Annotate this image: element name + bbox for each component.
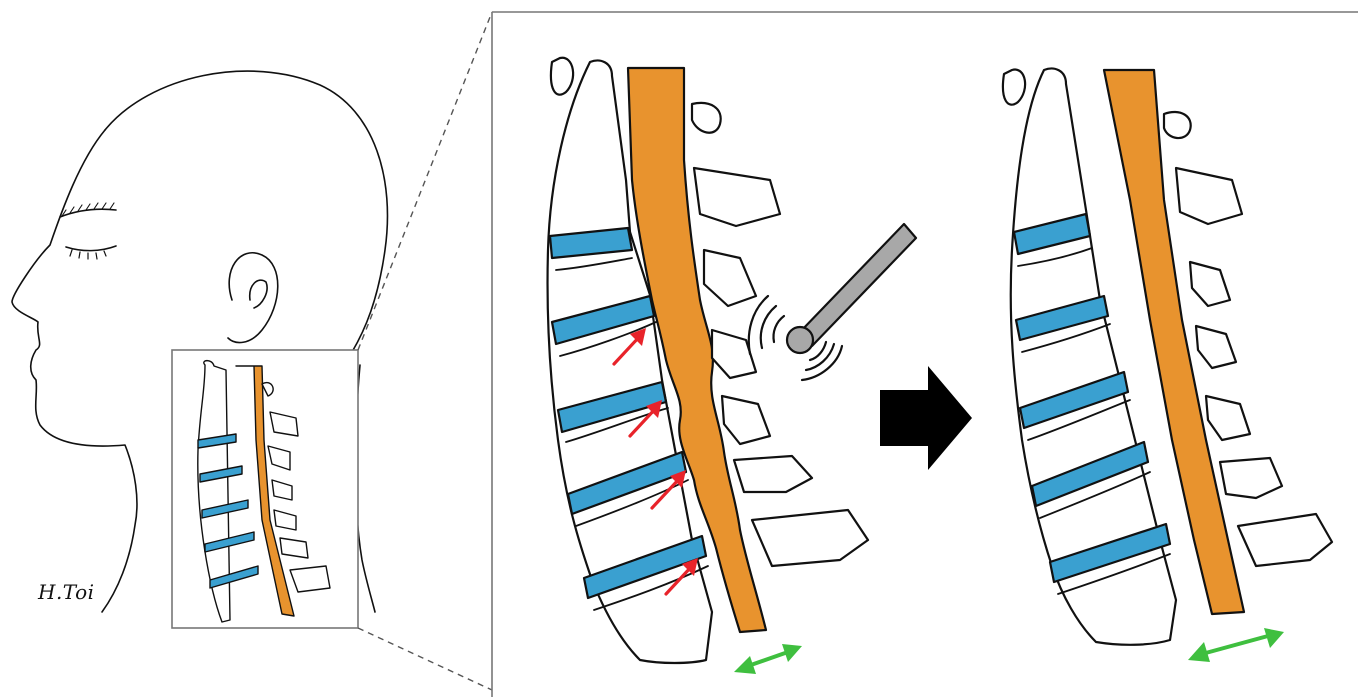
ear xyxy=(228,253,278,343)
artist-signature: H.Toi xyxy=(38,580,95,604)
black-right-arrow-icon xyxy=(880,366,972,470)
ultrasound-probe-icon xyxy=(749,224,916,380)
head-outline xyxy=(105,71,387,352)
probe-shaft xyxy=(800,224,916,346)
probe-tip xyxy=(787,327,813,353)
odontoid-before xyxy=(551,58,573,95)
eyebrow xyxy=(60,209,116,217)
green-double-arrow-icon xyxy=(734,644,802,674)
face-outline xyxy=(12,130,137,612)
ear-inner xyxy=(250,280,267,308)
spine-after xyxy=(1003,69,1332,645)
zoom-guide-lines xyxy=(358,12,492,690)
green-double-arrow-icon xyxy=(1188,628,1284,662)
odontoid-after xyxy=(1003,70,1025,105)
spine-before xyxy=(547,58,868,663)
closed-eye xyxy=(66,246,116,251)
